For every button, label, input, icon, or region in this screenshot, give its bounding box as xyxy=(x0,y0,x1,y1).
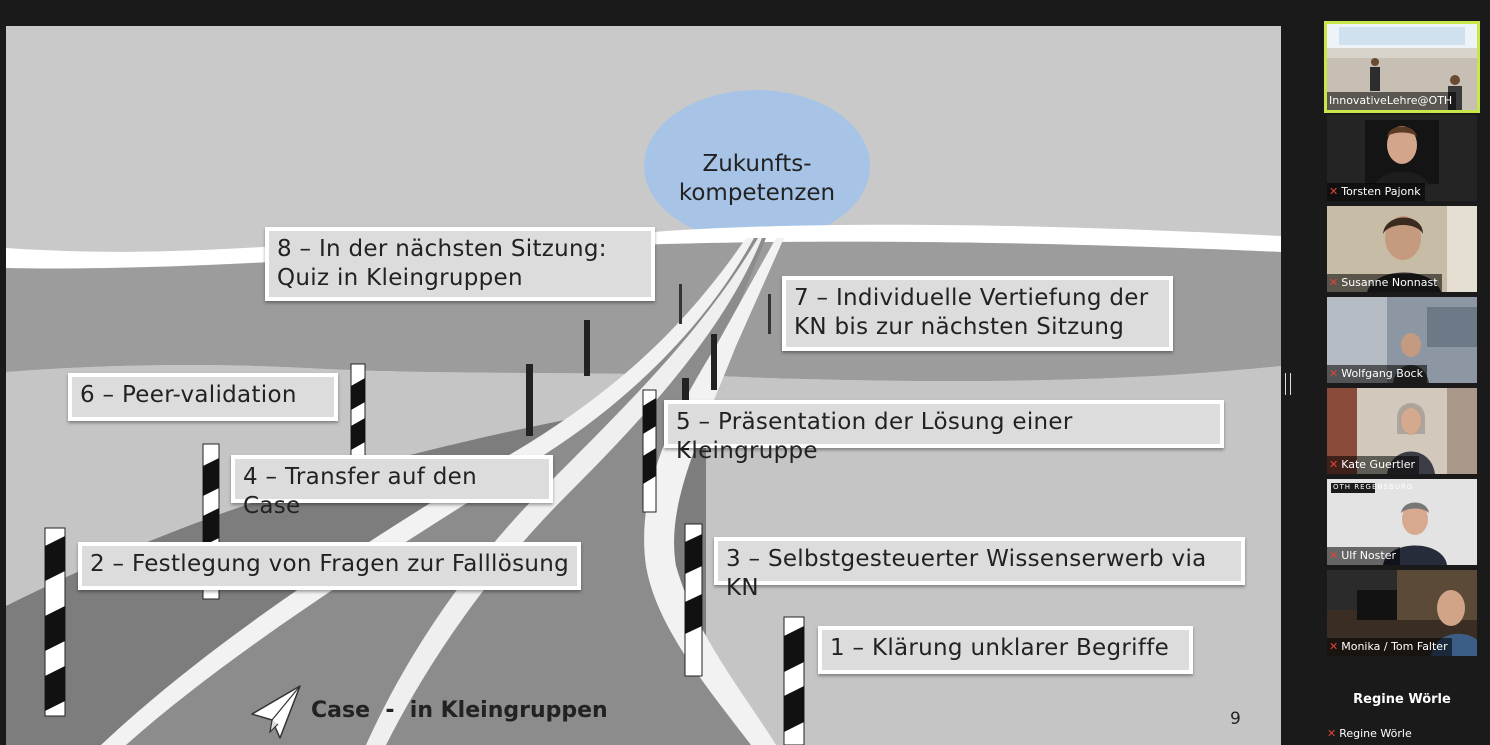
road-pole-6 xyxy=(783,616,805,745)
participant-name: Regine Wörle xyxy=(1339,727,1412,740)
step-7-line2: KN bis zur nächsten Sitzung xyxy=(794,314,1125,340)
participant-name: Susanne Nonnast xyxy=(1341,276,1438,289)
road-pole-1 xyxy=(350,363,366,460)
step-4-box: 4 – Transfer auf den Case xyxy=(231,455,553,519)
participant-tile-monika-tom[interactable]: ✕ Monika / Tom Falter xyxy=(1327,570,1477,656)
sun-label: Zukunfts- kompetenzen xyxy=(646,150,868,208)
participant-name-tag: ✕ Ulf Noster xyxy=(1327,547,1400,565)
step-2-label: 2 – Festlegung von Fragen zur Falllösung xyxy=(90,551,570,577)
participant-name: Kate Guertler xyxy=(1341,458,1416,471)
participant-tile-torsten[interactable]: ✕ Torsten Pajonk xyxy=(1327,115,1477,201)
step-7-line1: 7 – Individuelle Vertiefung der xyxy=(794,285,1149,311)
muted-mic-icon: ✕ xyxy=(1327,727,1337,740)
step-5-label: 5 – Präsentation der Lösung einer Kleing… xyxy=(676,409,1073,464)
participant-name-tag: ✕ Torsten Pajonk xyxy=(1327,183,1425,201)
participant-name: Wolfgang Bock xyxy=(1341,367,1423,380)
participant-name-tag: InnovativeLehre@OTH xyxy=(1327,92,1457,110)
step-3-label: 3 – Selbstgesteuerter Wissenserwerb via … xyxy=(726,546,1207,601)
sun-label-line1: Zukunfts- xyxy=(702,151,812,177)
road-pole-3 xyxy=(44,527,66,717)
participant-name-tag: ✕ Susanne Nonnast xyxy=(1327,274,1442,292)
step-8-line1: 8 – In der nächsten Sitzung: xyxy=(277,236,607,262)
muted-mic-icon: ✕ xyxy=(1329,185,1339,198)
participant-tile-susanne[interactable]: ✕ Susanne Nonnast xyxy=(1327,206,1477,292)
participant-tile-wolfgang[interactable]: ✕ Wolfgang Bock xyxy=(1327,297,1477,383)
step-4-label: 4 – Transfer auf den Case xyxy=(243,464,477,519)
step-3-box: 3 – Selbstgesteuerter Wissenserwerb via … xyxy=(714,537,1245,601)
muted-mic-icon: ✕ xyxy=(1329,640,1339,653)
oth-logo: OTH REGENSBURG xyxy=(1333,483,1414,491)
participant-name-tag: ✕ Wolfgang Bock xyxy=(1327,365,1427,383)
step-6-label: 6 – Peer-validation xyxy=(80,382,297,408)
step-1-box: 1 – Klärung unklarer Begriffe xyxy=(818,626,1193,674)
participant-name-tag: ✕ Monika / Tom Falter xyxy=(1327,638,1452,656)
participant-name-tag: ✕ Kate Guertler xyxy=(1327,456,1420,474)
participant-name: Monika / Tom Falter xyxy=(1341,640,1448,653)
shared-slide: Zukunfts- kompetenzen 8 – In der nächste… xyxy=(6,26,1281,745)
step-6-box: 6 – Peer-validation xyxy=(68,373,338,421)
sun-label-line2: kompetenzen xyxy=(678,180,836,206)
slide-page-number: 9 xyxy=(1230,709,1241,729)
muted-mic-icon: ✕ xyxy=(1329,549,1339,562)
step-8-box: 8 – In der nächsten Sitzung: Quiz in Kle… xyxy=(265,227,655,301)
participant-name: InnovativeLehre@OTH xyxy=(1329,94,1453,107)
sun-shape xyxy=(644,90,870,242)
road-pole-5 xyxy=(684,523,703,677)
participant-tile-kate[interactable]: ✕ Kate Guertler xyxy=(1327,388,1477,474)
muted-mic-icon: ✕ xyxy=(1329,276,1339,289)
muted-mic-icon: ✕ xyxy=(1329,367,1339,380)
paper-plane-icon xyxy=(251,685,301,739)
participant-name: Torsten Pajonk xyxy=(1341,185,1421,198)
road-pole-4 xyxy=(642,389,657,513)
muted-mic-icon: ✕ xyxy=(1329,458,1339,471)
participant-name: Ulf Noster xyxy=(1341,549,1396,562)
step-7-box: 7 – Individuelle Vertiefung der KN bis z… xyxy=(782,276,1173,351)
participant-tile-innovativelehre[interactable]: InnovativeLehre@OTH xyxy=(1324,21,1480,113)
video-off-participant-tag: ✕ Regine Wörle xyxy=(1327,727,1412,740)
step-8-line2: Quiz in Kleingruppen xyxy=(277,265,523,291)
participant-tile-ulf[interactable]: OTH REGENSBURG ✕ Ulf Noster xyxy=(1327,479,1477,565)
step-1-label: 1 – Klärung unklarer Begriffe xyxy=(830,635,1170,661)
step-2-box: 2 – Festlegung von Fragen zur Falllösung xyxy=(78,542,581,590)
step-5-box: 5 – Präsentation der Lösung einer Kleing… xyxy=(664,400,1224,464)
gallery-resize-handle[interactable] xyxy=(1285,373,1291,395)
video-off-participant-name[interactable]: Regine Wörle xyxy=(1353,692,1451,707)
case-title: Case - in Kleingruppen xyxy=(311,698,608,723)
